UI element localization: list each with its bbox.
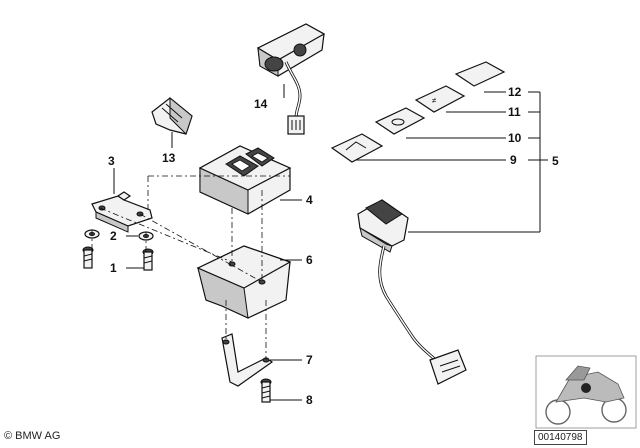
part-12-plate xyxy=(454,61,506,87)
callout-5: 5 xyxy=(552,154,559,168)
part-5-switch xyxy=(357,199,467,385)
part-1-screws xyxy=(82,246,154,271)
callout-4: 4 xyxy=(306,193,313,207)
callout-1: 1 xyxy=(110,261,117,275)
part-7-bracket xyxy=(221,333,274,387)
part-9-plate xyxy=(330,133,384,163)
callout-13: 13 xyxy=(162,151,176,165)
assembly-lines xyxy=(91,175,290,360)
callout-6: 6 xyxy=(306,253,313,267)
callout-8: 8 xyxy=(306,393,313,407)
svg-text:≠: ≠ xyxy=(432,96,437,105)
callout-11: 11 xyxy=(508,105,521,119)
part-4-switch-housing xyxy=(198,145,292,215)
callout-7: 7 xyxy=(306,353,313,367)
callout-14: 14 xyxy=(254,97,268,111)
callout-2: 2 xyxy=(110,229,117,243)
motorcycle-thumbnail xyxy=(535,355,637,429)
part-8-screw xyxy=(260,378,272,403)
callout-3: 3 xyxy=(108,154,115,168)
part-3-bracket xyxy=(91,191,153,233)
document-number: 00140798 xyxy=(534,430,587,445)
part-14-housing xyxy=(256,23,326,135)
part-6-holder xyxy=(196,245,292,319)
callout-10: 10 xyxy=(508,131,522,145)
part-2-washers xyxy=(84,229,154,241)
part-10-plate xyxy=(374,107,426,135)
callout-12: 12 xyxy=(508,85,522,99)
part-11-plate: ≠ xyxy=(414,85,466,113)
callout-9: 9 xyxy=(510,153,517,167)
part-13-cap xyxy=(151,96,193,135)
copyright-label: © BMW AG xyxy=(4,430,61,442)
leader-lines xyxy=(113,84,548,401)
